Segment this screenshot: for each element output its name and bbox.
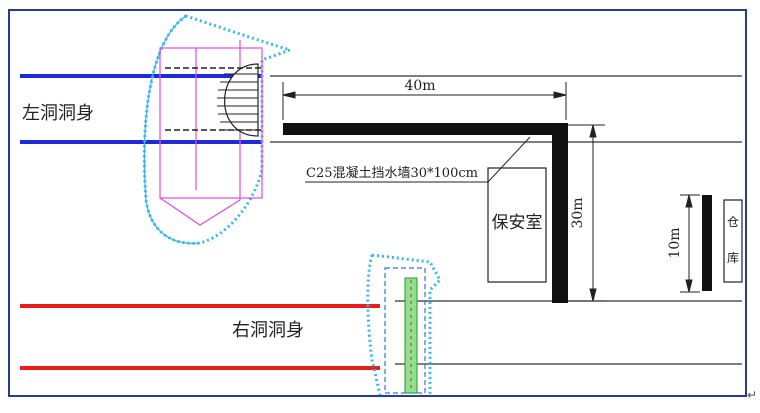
right-tunnel-label: 右洞洞身: [232, 320, 304, 341]
trailing-mark: ↵: [747, 388, 758, 402]
right-tunnel-lines: [20, 304, 380, 370]
dimension-30m: [568, 124, 605, 302]
guard-room-label: 保安室: [492, 213, 543, 233]
diagram-border: [8, 9, 747, 397]
warehouse-label-2: 库: [727, 250, 739, 265]
wall-spec-label: C25混凝土挡水墙30*100cm: [306, 165, 478, 181]
dimension-40m: [282, 82, 567, 120]
wall-spec-leader: [305, 136, 531, 183]
warehouse: [723, 199, 743, 283]
left-tunnel-lines: [20, 74, 262, 144]
left-tunnel-label: 左洞洞身: [22, 103, 94, 124]
right-tunnel-portal: [366, 253, 442, 396]
warehouse-label-1: 仓: [727, 215, 739, 229]
left-tunnel-portal: [142, 14, 295, 245]
dimension-10m: [680, 194, 700, 293]
dim-10-label: 10m: [667, 227, 683, 258]
dim-30-label: 30m: [570, 197, 586, 228]
warehouse-wall: [702, 195, 712, 291]
retaining-wall: [283, 123, 568, 303]
guard-room: [487, 167, 547, 283]
dim-40-label: 40m: [404, 78, 435, 94]
